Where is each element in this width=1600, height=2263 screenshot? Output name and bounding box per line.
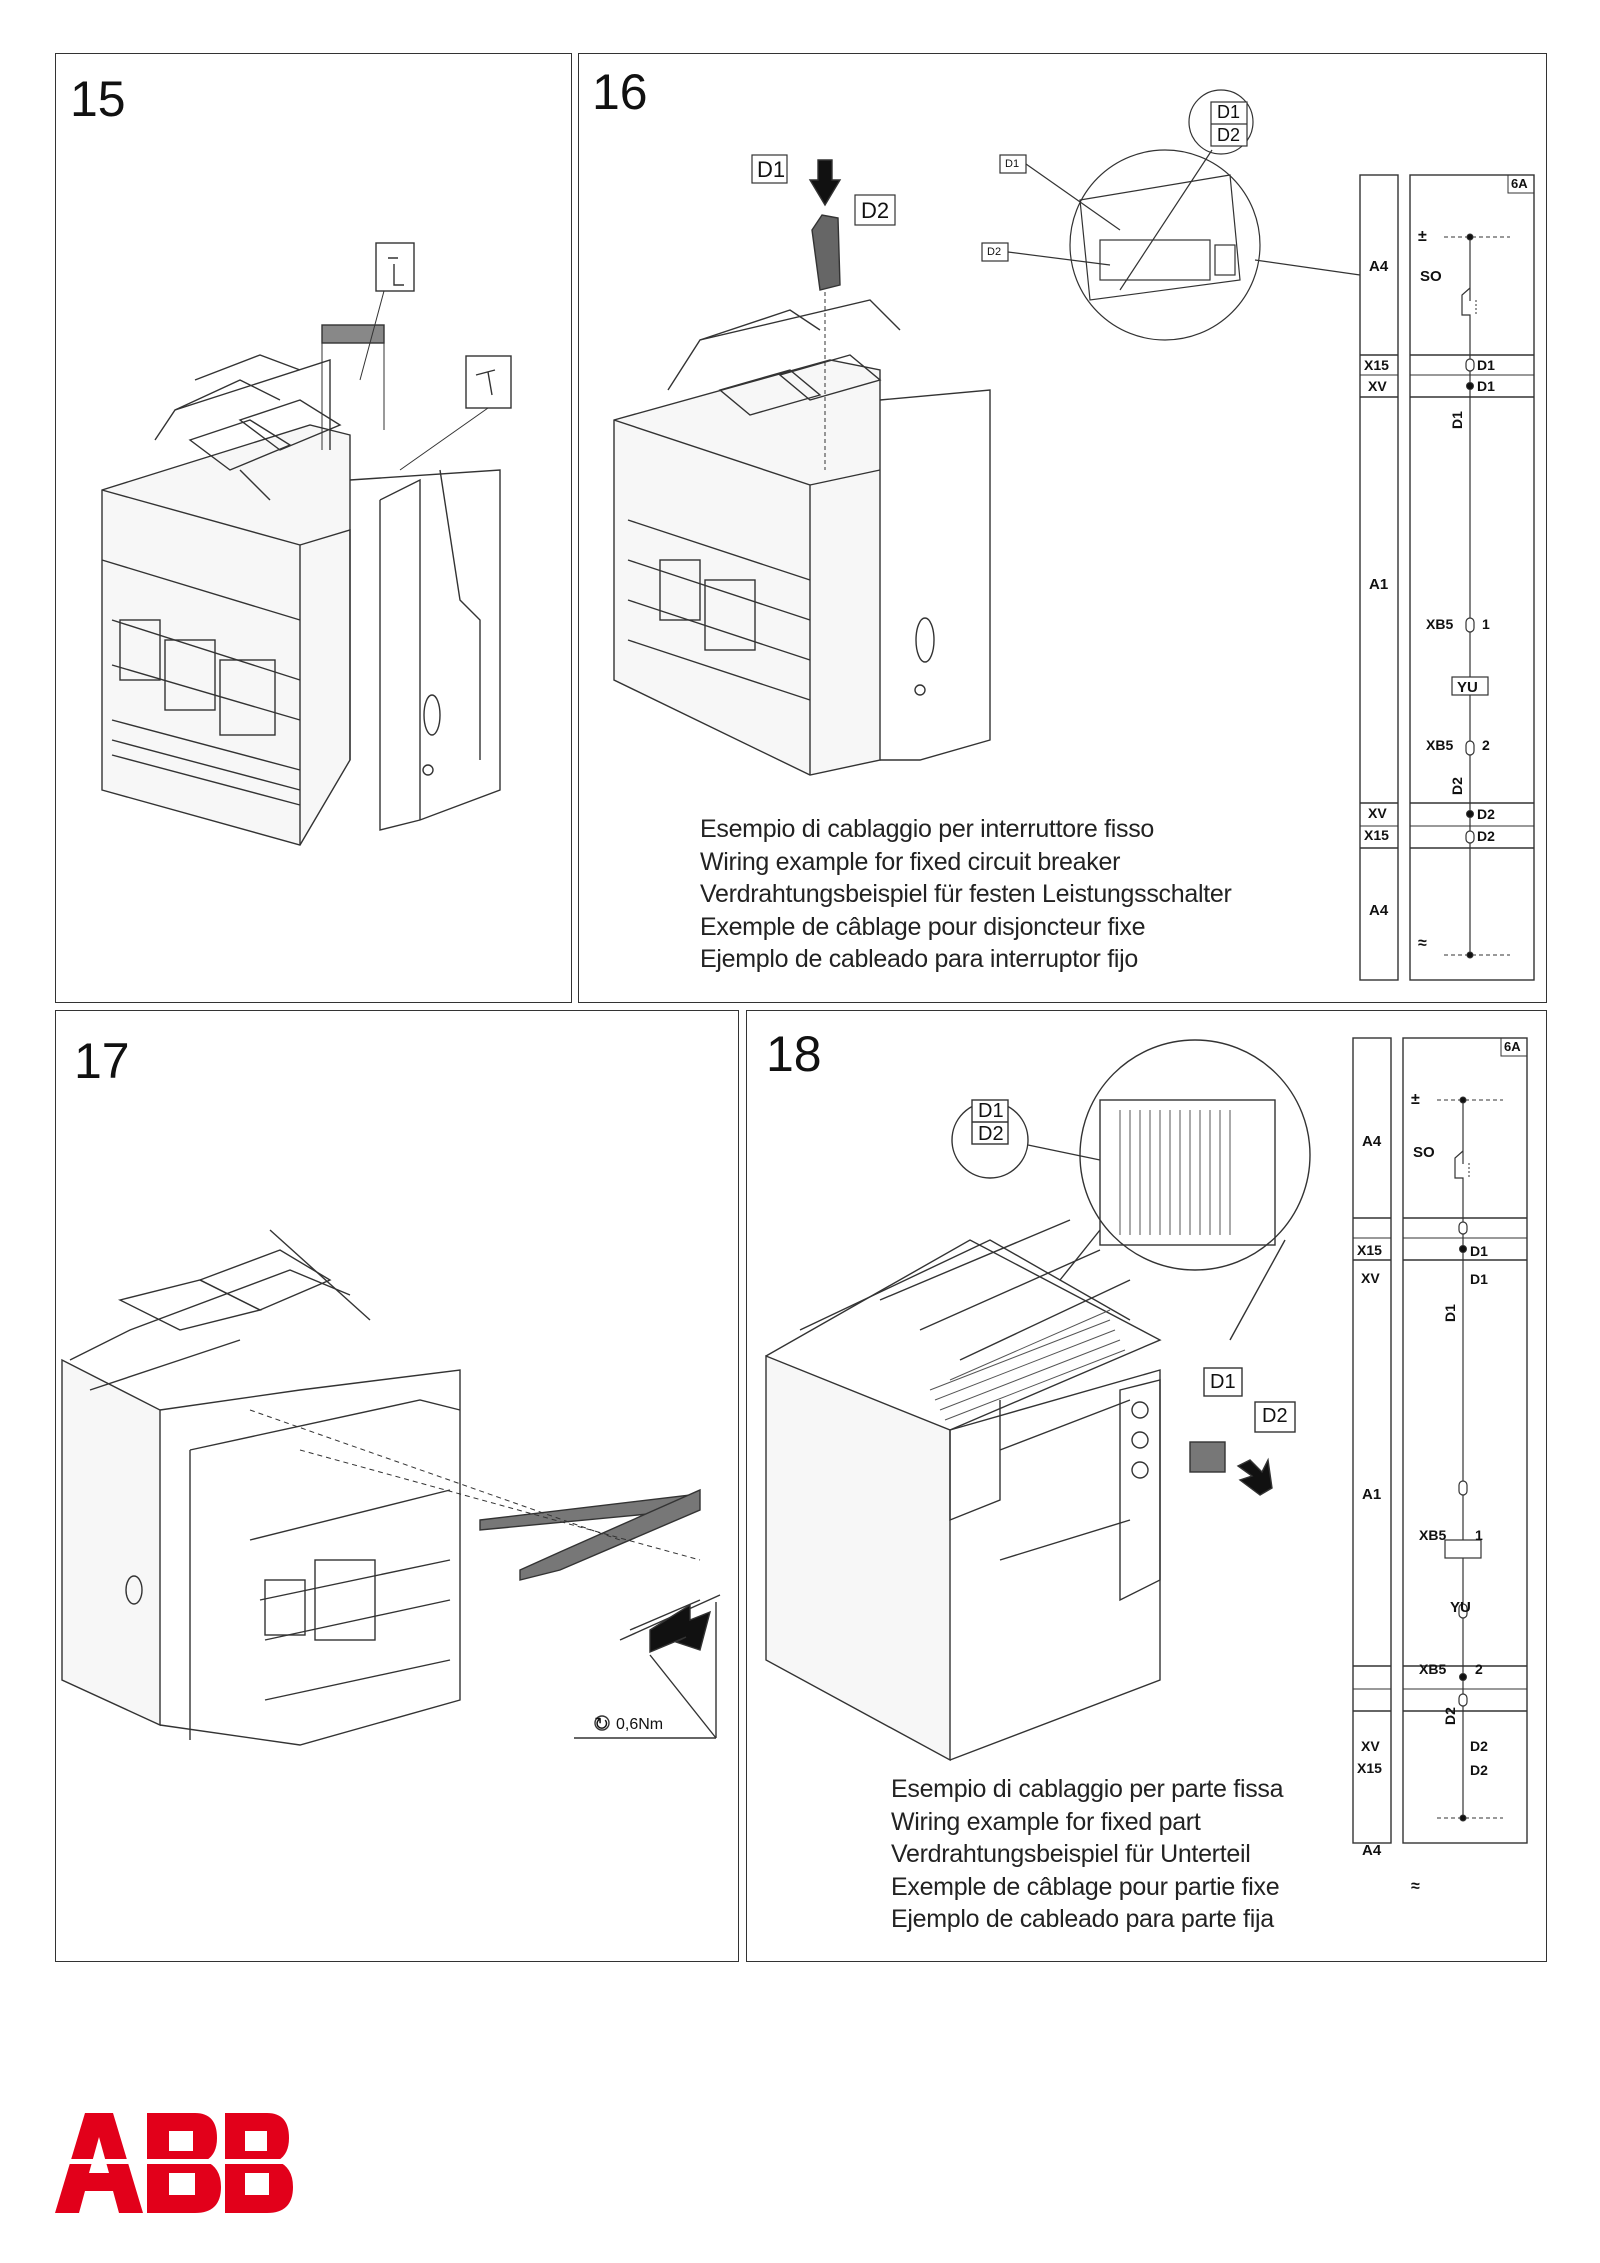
circle-callout-d1-16: D1 [1217,102,1241,122]
torque-icon-17: ↻ [594,1714,610,1734]
caption-16-es: Ejemplo de cableado para interruptor fij… [700,945,1138,973]
schematic-a4-top-18: A4 [1362,1133,1382,1150]
step-number-15: 15 [70,71,126,127]
schematic-d1-a-18: D1 [1470,1243,1488,1259]
schematic-yu-18: YU [1450,1599,1471,1616]
caption-18-en: Wiring example for fixed part [891,1807,1201,1836]
caption-18: Esempio di cablaggio per parte fissa Wir… [891,1773,1284,1936]
schematic-d1-b-16: D1 [1477,378,1495,394]
schematic-xv-top-16: XV [1368,378,1387,394]
schematic-so-18: SO [1413,1144,1435,1161]
schematic-supply-bottom-18: ≈ [1411,1878,1420,1895]
caption-18-it: Esempio di cablaggio per parte fissa [891,1775,1284,1803]
caption-16-fr: Exemple de câblage pour disjoncteur fixe [700,912,1146,941]
torque-label-17: 0,6Nm [616,1716,664,1733]
fixed-part-drawing-18 [765,1039,1311,1762]
schematic-xb5-2-18: XB5 [1419,1661,1447,1677]
schematic-x15-top-18: X15 [1357,1242,1382,1258]
schematic-pin2-16: 2 [1482,737,1490,753]
schematic-d2-a-18: D2 [1470,1738,1488,1754]
breaker-drawing-15 [101,242,512,846]
abb-logo-graphic [55,2113,295,2213]
schematic-d2-wire-18: D2 [1441,1707,1458,1725]
schematic-pin2-18: 2 [1475,1661,1483,1677]
schematic-d2-b-16: D2 [1477,828,1495,844]
schematic-x15-top-16: X15 [1364,357,1389,373]
caption-16-en: Wiring example for fixed circuit breaker [700,847,1121,876]
schematic-d2-a-16: D2 [1477,806,1495,822]
schematic-yu-16: YU [1457,679,1478,696]
caption-16: Esempio di cablaggio per interruttore fi… [700,813,1232,976]
step-number-18: 18 [766,1026,822,1082]
schematic-so-16: SO [1420,268,1442,285]
schematic-rating-18: 6A [1504,1039,1521,1054]
step-number-16: 16 [592,64,648,120]
schematic-supply-18: ± [1411,1091,1420,1108]
breaker-drawing-16 [613,159,991,776]
schematic-rating-16: 6A [1511,176,1528,191]
callout-d2-18: D2 [1262,1405,1288,1427]
caption-18-fr: Exemple de câblage pour partie fixe [891,1872,1280,1901]
schematic-xb5-2-16: XB5 [1426,737,1454,753]
schematic-d1-b-18: D1 [1470,1271,1488,1287]
schematic-d2-wire-16: D2 [1448,777,1465,795]
schematic-d1-wire-18: D1 [1441,1304,1458,1322]
callout-d2-16: D2 [861,198,890,223]
callout-d1-18: D1 [1210,1371,1236,1393]
terminal-blocks-18 [929,1110,1231,1421]
schematic-x15-bottom-16: X15 [1364,827,1389,843]
callout-d2-small-16: D2 [987,246,1002,258]
schematic-xb5-1-18: XB5 [1419,1527,1447,1543]
circle-callout-d2-18: D2 [978,1123,1004,1145]
schematic-pin1-16: 1 [1482,616,1490,632]
schematic-a1-16: A1 [1369,576,1389,593]
schematic-d2-b-18: D2 [1470,1762,1488,1778]
abb-logo [55,2113,295,2218]
schematic-d1-wire-16: D1 [1448,411,1465,429]
schematic-xv-bottom-18: XV [1361,1738,1380,1754]
schematic-xb5-1-16: XB5 [1426,616,1454,632]
callout-d1-16: D1 [757,157,786,182]
schematic-a1-18: A1 [1362,1486,1382,1503]
callouts-16 [751,89,1361,341]
caption-18-es: Ejemplo de cableado para parte fija [891,1905,1274,1933]
schematic-x15-bottom-18: X15 [1357,1760,1382,1776]
schematic-supply-16: ± [1418,228,1427,245]
schematic-supply-bottom-16: ≈ [1418,935,1427,952]
callout-d1-small-16: D1 [1005,158,1020,170]
schematic-a4-bottom-16: A4 [1369,902,1389,919]
schematic-a4-top-16: A4 [1369,258,1389,275]
schematic-d1-a-16: D1 [1477,357,1495,373]
schematic-xv-bottom-16: XV [1368,805,1387,821]
schematic-a4-bottom-18: A4 [1362,1842,1382,1859]
schematic-pin1-18: 1 [1475,1527,1483,1543]
step-number-17: 17 [74,1033,130,1089]
caption-16-it: Esempio di cablaggio per interruttore fi… [700,815,1155,843]
step-17-panel [55,1010,739,1962]
circle-callout-d2-16: D2 [1217,125,1241,145]
caption-18-de: Verdrahtungsbeispiel für Unterteil [891,1840,1251,1868]
caption-16-de: Verdrahtungsbeispiel für festen Leistung… [700,880,1232,908]
breaker-drawing-17 [61,1229,721,1746]
circle-callout-d1-18: D1 [978,1100,1004,1122]
schematic-xv-top-18: XV [1361,1270,1380,1286]
